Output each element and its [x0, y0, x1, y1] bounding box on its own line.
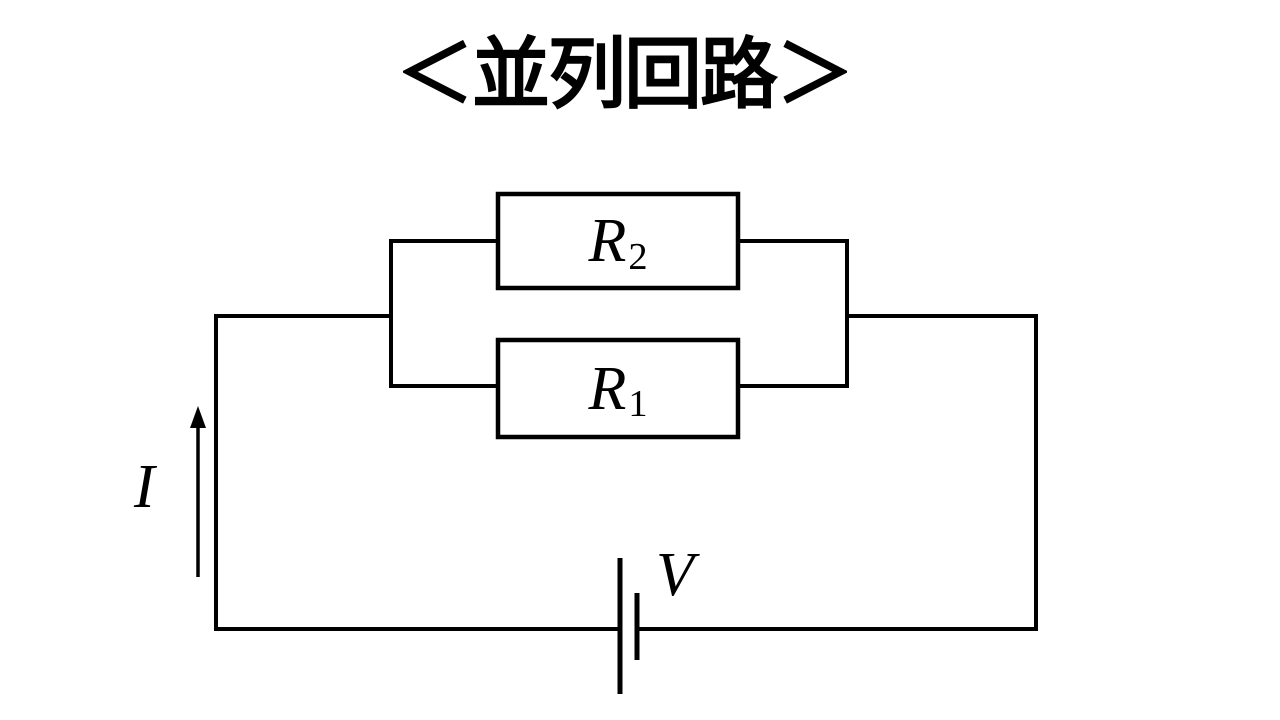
- resistor-r2-box: [495, 191, 741, 291]
- resistor-r1-symbol: R: [588, 354, 627, 423]
- wire-right-branch: [736, 239, 849, 388]
- wire-left-branch: [389, 239, 500, 388]
- resistor-r1-box: [495, 337, 741, 440]
- wire-right-outer: [637, 314, 1038, 631]
- battery-voltage-label: V: [656, 541, 694, 609]
- wire-left-outer: [214, 314, 620, 631]
- current-arrow-head: [190, 406, 206, 428]
- diagram-title: ＜並列回路＞: [395, 30, 854, 118]
- resistor-r2-symbol: R: [588, 207, 627, 275]
- resistor-r2-subscript: 2: [628, 235, 648, 278]
- battery-symbol: [617, 558, 640, 694]
- resistor-r1-subscript: 1: [628, 383, 648, 426]
- current-label: I: [134, 453, 155, 521]
- current-arrow: [190, 406, 206, 577]
